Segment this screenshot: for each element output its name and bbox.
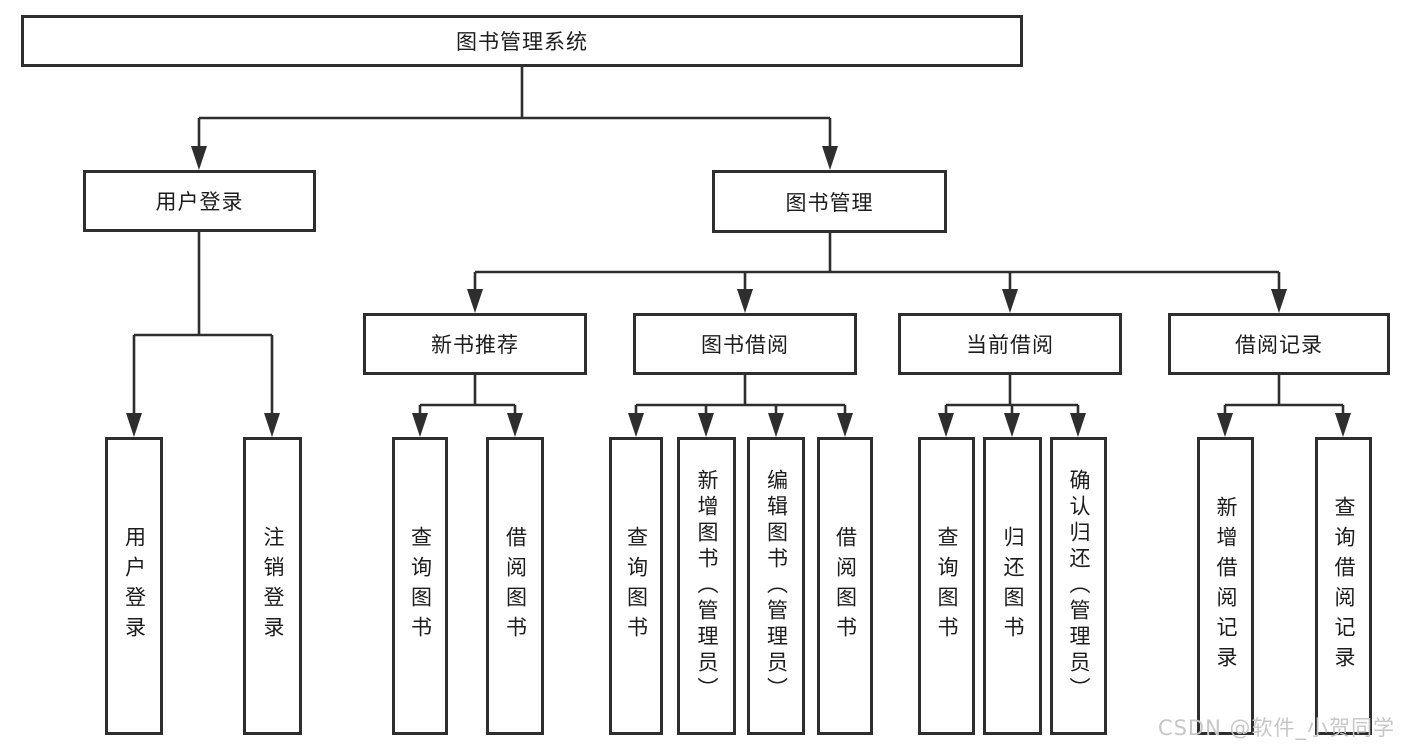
node-leaf-edit-books-admin: 编辑图书（管理员） [747, 437, 805, 735]
node-leaf-logout: 注销登录 [243, 437, 302, 735]
node-new-book-recommendation: 新书推荐 [363, 313, 587, 375]
node-user-login-branch: 用户登录 [83, 170, 316, 232]
node-leaf-query-borrow-record: 查询借阅记录 [1315, 437, 1372, 735]
node-book-management-branch: 图书管理 [712, 170, 947, 233]
node-leaf-user-login: 用户登录 [105, 437, 163, 735]
node-leaf-query-books-3: 查询图书 [918, 437, 975, 735]
node-current-borrowing: 当前借阅 [898, 313, 1122, 375]
node-leaf-query-books-2: 查询图书 [609, 437, 663, 735]
node-borrowing-records: 借阅记录 [1168, 313, 1390, 375]
node-leaf-return-books: 归还图书 [983, 437, 1042, 735]
node-leaf-add-borrow-record: 新增借阅记录 [1197, 437, 1254, 735]
node-leaf-confirm-return-admin: 确认归还（管理员） [1050, 437, 1107, 735]
node-leaf-add-books-admin: 新增图书（管理员） [677, 437, 736, 735]
csdn-watermark: CSDN @软件_小贺同学 [1157, 716, 1395, 740]
node-library-management-system: 图书管理系统 [21, 15, 1023, 67]
node-leaf-borrow-books-1: 借阅图书 [486, 437, 544, 735]
node-leaf-query-books-1: 查询图书 [392, 437, 448, 735]
node-leaf-borrow-books-2: 借阅图书 [817, 437, 873, 735]
node-book-borrowing: 图书借阅 [633, 313, 857, 375]
